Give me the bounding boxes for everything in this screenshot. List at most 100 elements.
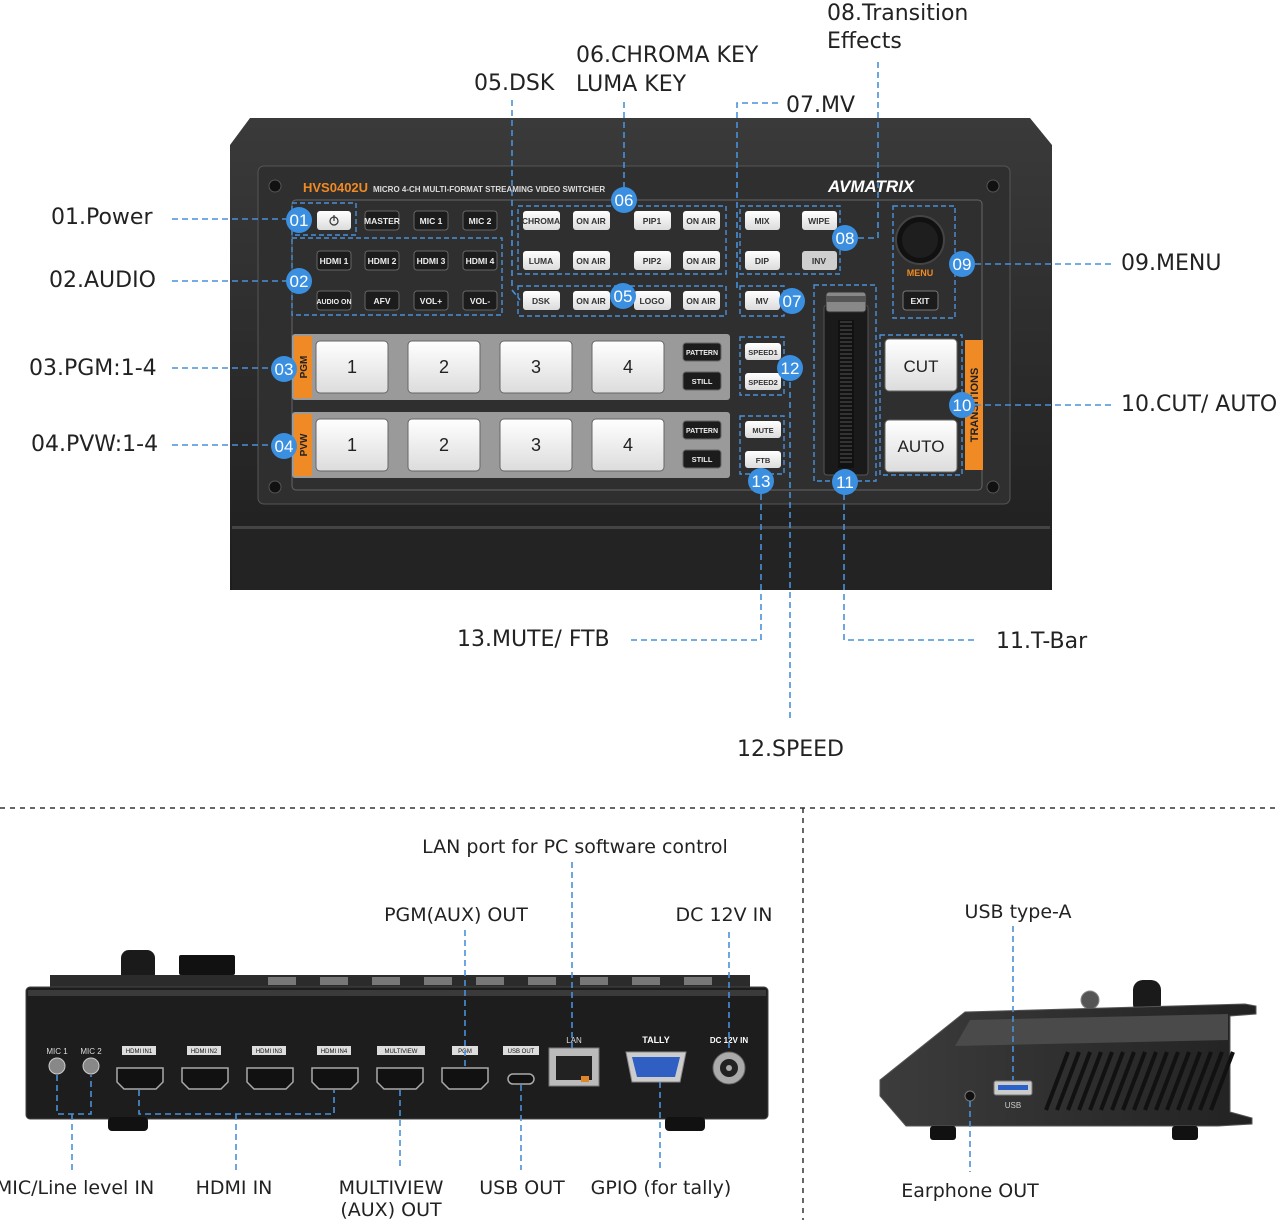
luma-on-air-button[interactable] <box>573 251 610 270</box>
vent-slot <box>1110 1051 1136 1111</box>
model-subtitle: MICRO 4-CH MULTI-FORMAT STREAMING VIDEO … <box>373 185 605 194</box>
exit-button[interactable] <box>902 290 939 311</box>
svg-text:2: 2 <box>439 435 449 455</box>
pvw-1-button[interactable] <box>315 418 389 472</box>
label-gpio: GPIO (for tally) <box>591 1177 732 1199</box>
t-bar[interactable] <box>823 291 869 476</box>
svg-text:05: 05 <box>614 287 633 306</box>
pip2-button[interactable] <box>634 251 671 270</box>
speed1-button[interactable] <box>745 343 781 360</box>
callout-menu: 09.MENU <box>1121 251 1221 276</box>
menu-knob[interactable] <box>895 215 945 265</box>
top-key-edge <box>424 977 452 985</box>
afv-button[interactable] <box>364 290 400 311</box>
rear-leaders <box>56 862 730 1170</box>
logo-on-air-button[interactable] <box>683 291 720 310</box>
vent-slot <box>1198 1051 1224 1111</box>
vol-down-button[interactable] <box>462 290 498 311</box>
label-mic: MIC/Line level IN <box>0 1177 154 1199</box>
svg-text:3: 3 <box>531 357 541 377</box>
mute-button[interactable] <box>745 421 781 438</box>
hdmi2-audio-button[interactable] <box>364 250 400 271</box>
logo-button[interactable] <box>634 291 671 310</box>
dsk-button[interactable] <box>523 291 560 310</box>
still-pgm-button[interactable] <box>682 371 722 391</box>
cut-button[interactable] <box>884 338 958 392</box>
pip1-on-air-button[interactable] <box>683 211 720 230</box>
bubble-03 <box>271 356 297 382</box>
svg-text:PGM: PGM <box>299 356 310 379</box>
svg-text:MASTER: MASTER <box>364 216 400 226</box>
dip-button[interactable] <box>745 251 780 270</box>
svg-text:PATTERN: PATTERN <box>686 350 718 357</box>
label-lan: LAN port for PC software control <box>422 836 728 858</box>
pip1-button[interactable] <box>634 211 671 230</box>
svg-text:SPEED1: SPEED1 <box>748 348 778 357</box>
svg-text:ON AIR: ON AIR <box>576 296 605 306</box>
label-dc: DC 12V IN <box>676 904 773 926</box>
svg-text:04: 04 <box>275 437 294 456</box>
dsk-on-air-button[interactable] <box>573 291 610 310</box>
audio-on-button[interactable] <box>316 290 352 311</box>
pgm-3-button[interactable] <box>499 340 573 394</box>
hdmi1-audio-button[interactable] <box>316 250 352 271</box>
still-pvw-button[interactable] <box>682 449 722 469</box>
label-usb-out: USB OUT <box>479 1177 565 1199</box>
callout-mute: 13.MUTE/ FTB <box>457 627 610 652</box>
auto-button[interactable] <box>884 419 958 473</box>
port-mic1-label: MIC 1 <box>46 1047 68 1056</box>
vent-slot <box>1154 1051 1180 1111</box>
label-multiview-aux: (AUX) OUT <box>340 1199 442 1220</box>
svg-text:MV: MV <box>756 296 769 306</box>
mic1-button[interactable] <box>413 210 449 231</box>
vent-slot <box>1099 1051 1125 1111</box>
luma-button[interactable] <box>523 251 560 270</box>
svg-text:02: 02 <box>290 272 309 291</box>
svg-text:MULTIVIEW: MULTIVIEW <box>385 1049 418 1055</box>
speed2-button[interactable] <box>745 373 781 390</box>
hdmi4-audio-button[interactable] <box>462 250 498 271</box>
svg-text:3: 3 <box>531 435 541 455</box>
transition-effects: MIX WIPE DIP INV MV <box>745 211 837 310</box>
power-button[interactable] <box>317 211 351 230</box>
callout-tbar: 11.T-Bar <box>996 629 1088 654</box>
front-panel: HVS0402U MICRO 4-CH MULTI-FORMAT STREAMI… <box>230 118 1052 590</box>
label-pgm-aux: PGM(AUX) OUT <box>384 904 528 926</box>
top-key-edge <box>372 977 400 985</box>
model-name: HVS0402U <box>303 180 368 195</box>
earphone-jack <box>964 1090 976 1102</box>
pattern-pgm-button[interactable] <box>682 342 722 362</box>
label-earphone: Earphone OUT <box>901 1180 1039 1202</box>
pgm-2-button[interactable] <box>407 340 481 394</box>
mic2-button[interactable] <box>462 210 498 231</box>
wipe-button[interactable] <box>802 211 837 230</box>
callout-pvw: 04.PVW:1-4 <box>31 432 158 457</box>
svg-text:VOL+: VOL+ <box>420 296 442 306</box>
usb-out-port <box>507 1073 535 1085</box>
chroma-button[interactable] <box>523 211 560 230</box>
svg-text:MIX: MIX <box>754 216 769 226</box>
chroma-on-air-button[interactable] <box>573 211 610 230</box>
mix-button[interactable] <box>745 211 780 230</box>
vol-up-button[interactable] <box>413 290 449 311</box>
pvw-4-button[interactable] <box>591 418 665 472</box>
pgm-1-button[interactable] <box>315 340 389 394</box>
hdmi3-audio-button[interactable] <box>413 250 449 271</box>
svg-text:1: 1 <box>347 357 357 377</box>
pip2-on-air-button[interactable] <box>683 251 720 270</box>
mv-button[interactable] <box>745 291 780 310</box>
key-block: CHROMA ON AIR PIP1 ON AIR LUMA ON AIR PI… <box>522 211 720 310</box>
pvw-3-button[interactable] <box>499 418 573 472</box>
callout-effects: Effects <box>827 29 902 54</box>
pgm-4-button[interactable] <box>591 340 665 394</box>
svg-text:LOGO: LOGO <box>639 296 664 306</box>
bubble-05 <box>610 283 636 309</box>
pvw-2-button[interactable] <box>407 418 481 472</box>
inv-button[interactable] <box>802 251 837 270</box>
master-button[interactable] <box>364 210 400 231</box>
top-key-edge <box>528 977 556 985</box>
ftb-button[interactable] <box>745 451 781 468</box>
bubble-10 <box>949 392 975 418</box>
pattern-pvw-button[interactable] <box>682 420 722 440</box>
hdmi-in2-port <box>181 1067 229 1090</box>
